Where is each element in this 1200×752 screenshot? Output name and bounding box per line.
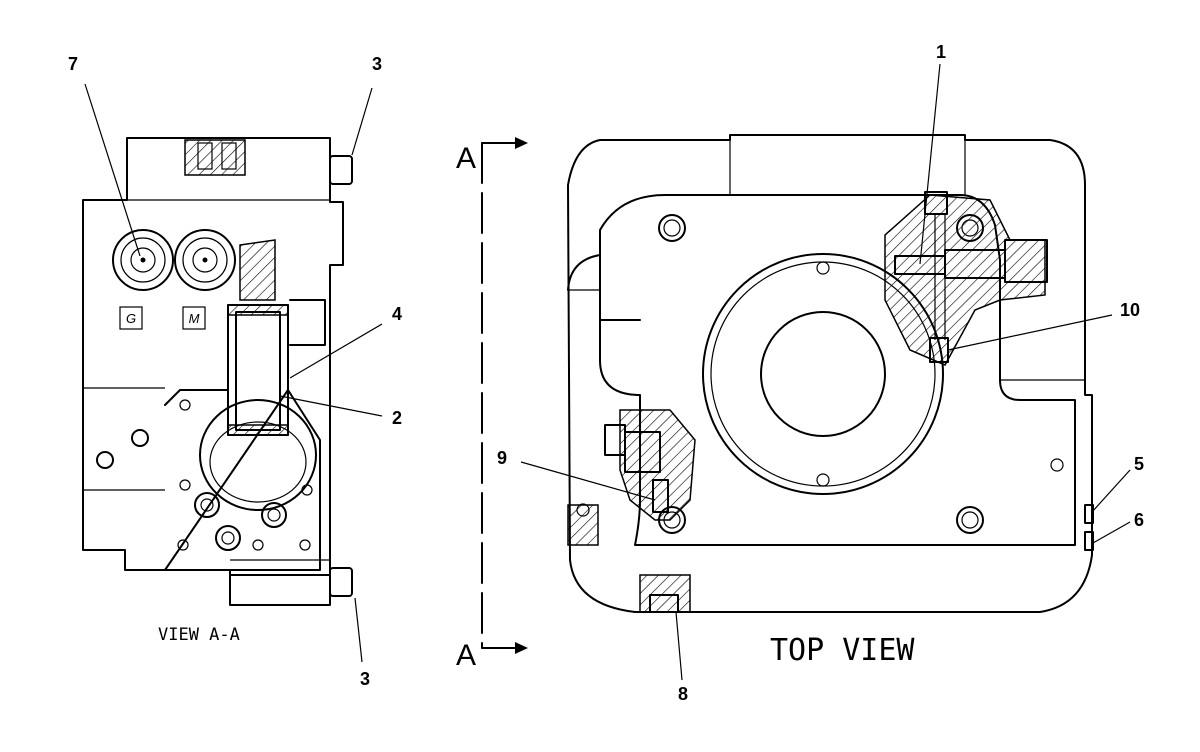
callout-8: 8: [678, 684, 688, 704]
housing-outline: [567, 134, 1093, 613]
callout-1: 1: [936, 42, 946, 62]
body-hole-1: [131, 429, 149, 447]
left-housing-outline: [82, 137, 344, 606]
port-m-label-box: [182, 306, 206, 330]
view-a-a-caption: VIEW A-A: [158, 625, 240, 645]
callout-7: 7: [68, 54, 78, 74]
callout-3-bottom: 3: [360, 669, 370, 689]
main-bore-inner: [760, 311, 886, 437]
top-view-leaders: [520, 63, 1131, 681]
callout-9: 9: [497, 448, 507, 468]
port-g-label-box: [119, 306, 143, 330]
bolt-bottom: [329, 567, 353, 597]
port-g: [112, 229, 174, 291]
lower-flange: [164, 389, 321, 571]
body-hole-2: [96, 451, 114, 469]
section-label-bottom: A: [456, 639, 476, 672]
bolt-top: [329, 155, 353, 185]
port-m: [174, 229, 236, 291]
callout-5: 5: [1134, 454, 1144, 474]
flange-bolts: [177, 399, 313, 551]
top-view-caption: TOP VIEW: [770, 633, 915, 668]
section-line: [481, 137, 528, 654]
main-bore-outer: [702, 253, 944, 495]
callout-6: 6: [1134, 510, 1144, 530]
callout-3-top: 3: [372, 54, 382, 74]
view-a-a-drawing: G M: [82, 137, 353, 606]
bottom-fitting-hatch: [639, 574, 691, 613]
left-leaders: [84, 83, 383, 663]
callout-10: 10: [1120, 300, 1140, 320]
top-view-drawing: [567, 134, 1094, 613]
callout-4: 4: [392, 304, 402, 324]
port-g-label: G: [126, 311, 136, 326]
port-m-label: M: [189, 311, 200, 326]
callout-2: 2: [392, 408, 402, 428]
section-label-top: A: [456, 142, 476, 175]
left-section-hatch: [619, 409, 696, 521]
valve-section-hatch: [884, 194, 1046, 366]
top-fitting-section: [184, 139, 246, 176]
